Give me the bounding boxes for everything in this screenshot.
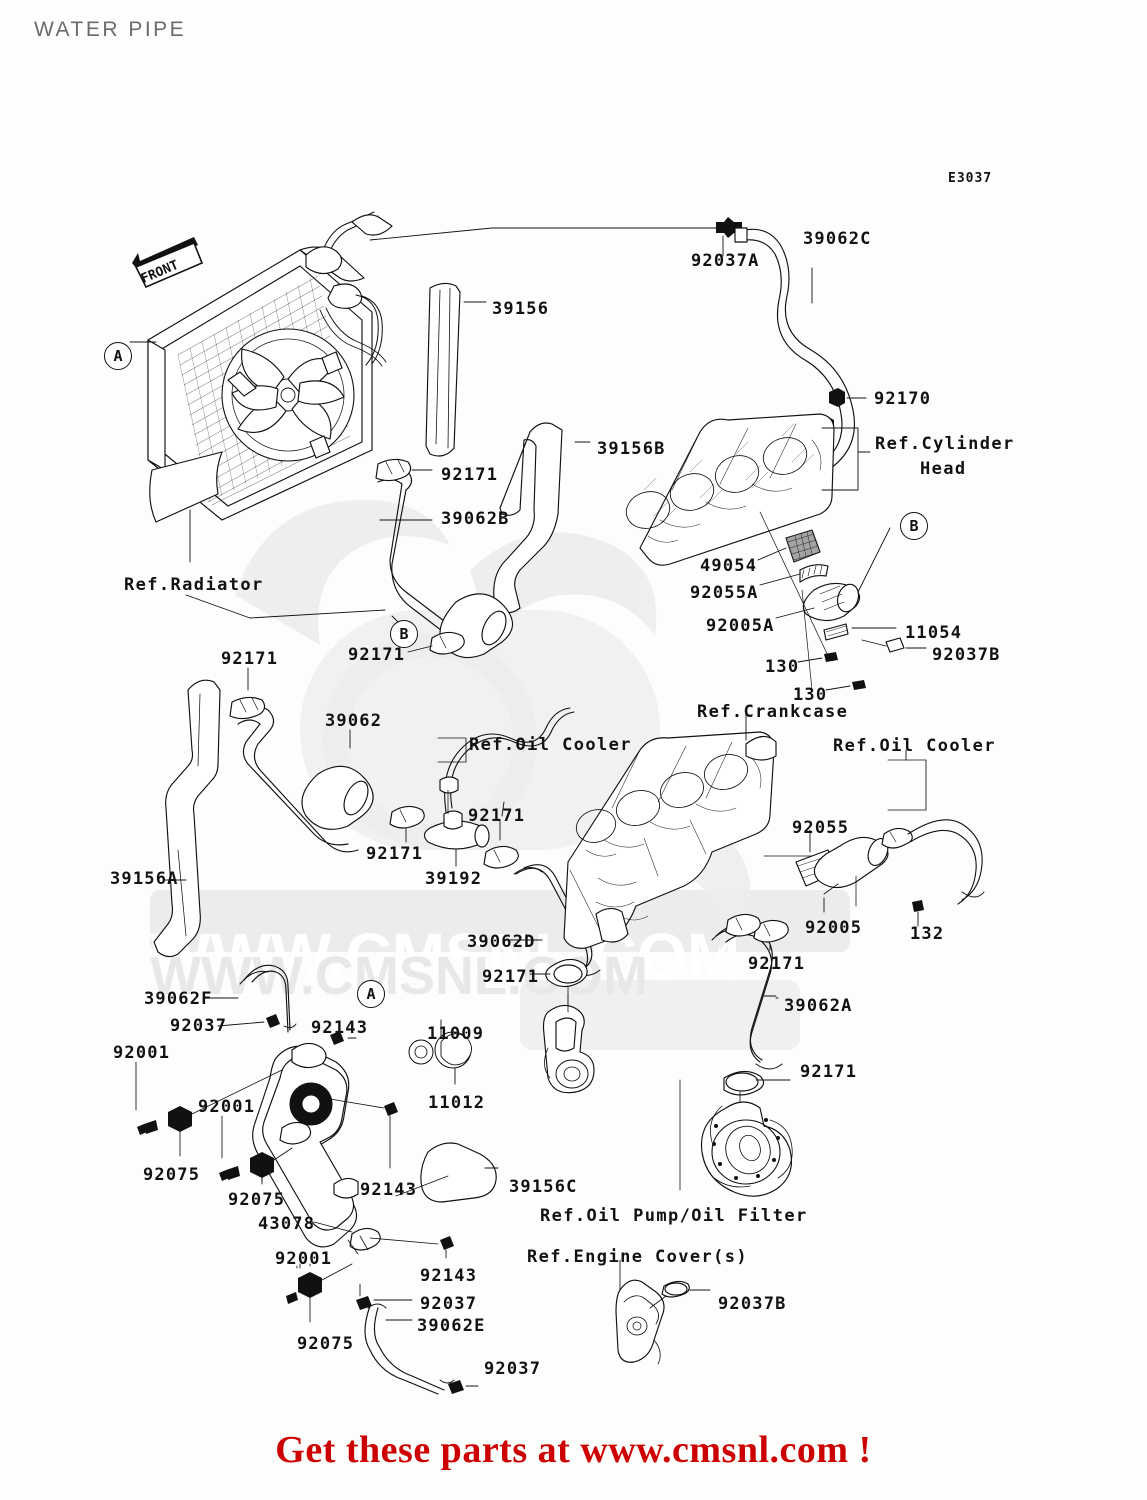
part-label-130-a: 130 bbox=[765, 657, 800, 677]
hose-39062 bbox=[229, 667, 374, 853]
part-label-130-b: 130 bbox=[793, 685, 828, 705]
part-label-92171-b: 92171 bbox=[348, 645, 406, 665]
oil-filter-elbow bbox=[542, 993, 595, 1094]
part-label-39062E: 39062E bbox=[417, 1316, 486, 1336]
part-label-49054: 49054 bbox=[700, 556, 758, 576]
sheet-code: E3037 bbox=[948, 171, 993, 186]
thermostat-group bbox=[757, 511, 927, 691]
part-label-39062D: 39062D bbox=[467, 932, 536, 952]
part-label-92170: 92170 bbox=[874, 389, 932, 409]
footer-cta: Get these parts at www.cmsnl.com ! bbox=[275, 1429, 872, 1471]
part-label-92171-h: 92171 bbox=[800, 1062, 858, 1082]
part-label-39062B: 39062B bbox=[441, 509, 510, 529]
crankcase bbox=[563, 713, 841, 949]
hose-39062e bbox=[356, 1283, 479, 1395]
ref-label-engine-cover: Ref.Engine Cover(s) bbox=[527, 1247, 749, 1267]
water-pipe-joint-right bbox=[795, 749, 985, 927]
page-title: WATER PIPE bbox=[34, 18, 187, 41]
part-label-92005: 92005 bbox=[805, 918, 863, 938]
part-label-92037-c: 92037 bbox=[484, 1359, 542, 1379]
part-label-92171-e: 92171 bbox=[366, 844, 424, 864]
part-label-92143-a: 92143 bbox=[311, 1018, 369, 1038]
callout-b-right-upper: B bbox=[900, 512, 928, 540]
water-pump bbox=[679, 1070, 793, 1197]
part-39192 bbox=[389, 707, 575, 869]
part-label-92171-f: 92171 bbox=[482, 967, 540, 987]
part-label-92037A: 92037A bbox=[691, 251, 760, 271]
part-label-132: 132 bbox=[910, 924, 945, 944]
callout-a-left: A bbox=[104, 342, 132, 370]
ref-label-cylinder-head-line2: Head bbox=[920, 459, 967, 479]
ref-label-oil-cooler-right: Ref.Oil Cooler bbox=[833, 736, 996, 756]
part-label-11054: 11054 bbox=[905, 623, 963, 643]
part-label-39156: 39156 bbox=[492, 299, 550, 319]
part-label-92143-b: 92143 bbox=[360, 1180, 418, 1200]
side-stand-bracket bbox=[135, 1025, 454, 1323]
part-39156 bbox=[425, 282, 487, 457]
part-label-92037B-upper: 92037B bbox=[932, 645, 1001, 665]
part-label-39156B: 39156B bbox=[597, 439, 666, 459]
part-39156c bbox=[395, 1142, 499, 1203]
part-label-39062F: 39062F bbox=[144, 989, 213, 1009]
engine-cover-part bbox=[615, 1259, 711, 1365]
ref-label-crankcase: Ref.Crankcase bbox=[697, 702, 849, 722]
part-label-43078: 43078 bbox=[258, 1214, 316, 1234]
part-label-39062: 39062 bbox=[325, 711, 383, 731]
part-label-92037-a: 92037 bbox=[170, 1016, 228, 1036]
part-label-92055: 92055 bbox=[792, 818, 850, 838]
clamps-misc bbox=[725, 913, 761, 937]
part-label-92171-a: 92171 bbox=[441, 465, 499, 485]
part-label-92075-a: 92075 bbox=[143, 1165, 201, 1185]
part-label-92143-c: 92143 bbox=[420, 1266, 478, 1286]
ref-label-cylinder-head-line1: Ref.Cylinder bbox=[875, 434, 1015, 454]
part-label-92171-c: 92171 bbox=[221, 649, 279, 669]
part-label-11012: 11012 bbox=[428, 1093, 486, 1113]
washers bbox=[408, 1019, 472, 1085]
front-arrow-badge: FRONT bbox=[128, 235, 206, 303]
hose-39062b bbox=[375, 458, 514, 659]
part-label-92001-b: 92001 bbox=[198, 1097, 256, 1117]
radiator-assembly bbox=[129, 211, 393, 619]
part-label-92001-c: 92001 bbox=[275, 1249, 333, 1269]
callout-a-lower: A bbox=[357, 980, 385, 1008]
part-label-92055A: 92055A bbox=[690, 583, 759, 603]
part-label-92037B-lower: 92037B bbox=[718, 1294, 787, 1314]
diagram-linework bbox=[129, 211, 985, 1395]
parts-diagram: WWW.CMSNL.COM WWW.CMSNL.COM bbox=[0, 50, 1147, 1410]
cylinder-head bbox=[625, 413, 871, 566]
ref-label-oil-pump: Ref.Oil Pump/Oil Filter bbox=[540, 1206, 808, 1226]
callout-b-left-mid: B bbox=[390, 620, 418, 648]
part-39156a bbox=[153, 679, 221, 958]
part-label-92075-b: 92075 bbox=[228, 1190, 286, 1210]
hose-39062a bbox=[711, 919, 789, 1070]
part-label-39156A: 39156A bbox=[110, 869, 179, 889]
part-label-92037-b: 92037 bbox=[420, 1294, 478, 1314]
part-label-39192: 39192 bbox=[425, 869, 483, 889]
part-label-39062C: 39062C bbox=[803, 229, 872, 249]
part-label-39156C: 39156C bbox=[509, 1177, 578, 1197]
part-label-92171-d: 92171 bbox=[468, 806, 526, 826]
part-label-11009: 11009 bbox=[427, 1024, 485, 1044]
part-label-92171-g: 92171 bbox=[748, 954, 806, 974]
ref-label-oil-cooler-left: Ref.Oil Cooler bbox=[469, 735, 632, 755]
part-label-92075-c: 92075 bbox=[297, 1334, 355, 1354]
part-label-92001-a: 92001 bbox=[113, 1043, 171, 1063]
hose-39062f bbox=[207, 964, 297, 1033]
part-label-39062A: 39062A bbox=[784, 996, 853, 1016]
ref-label-radiator: Ref.Radiator bbox=[124, 575, 264, 595]
part-label-92005A: 92005A bbox=[706, 616, 775, 636]
